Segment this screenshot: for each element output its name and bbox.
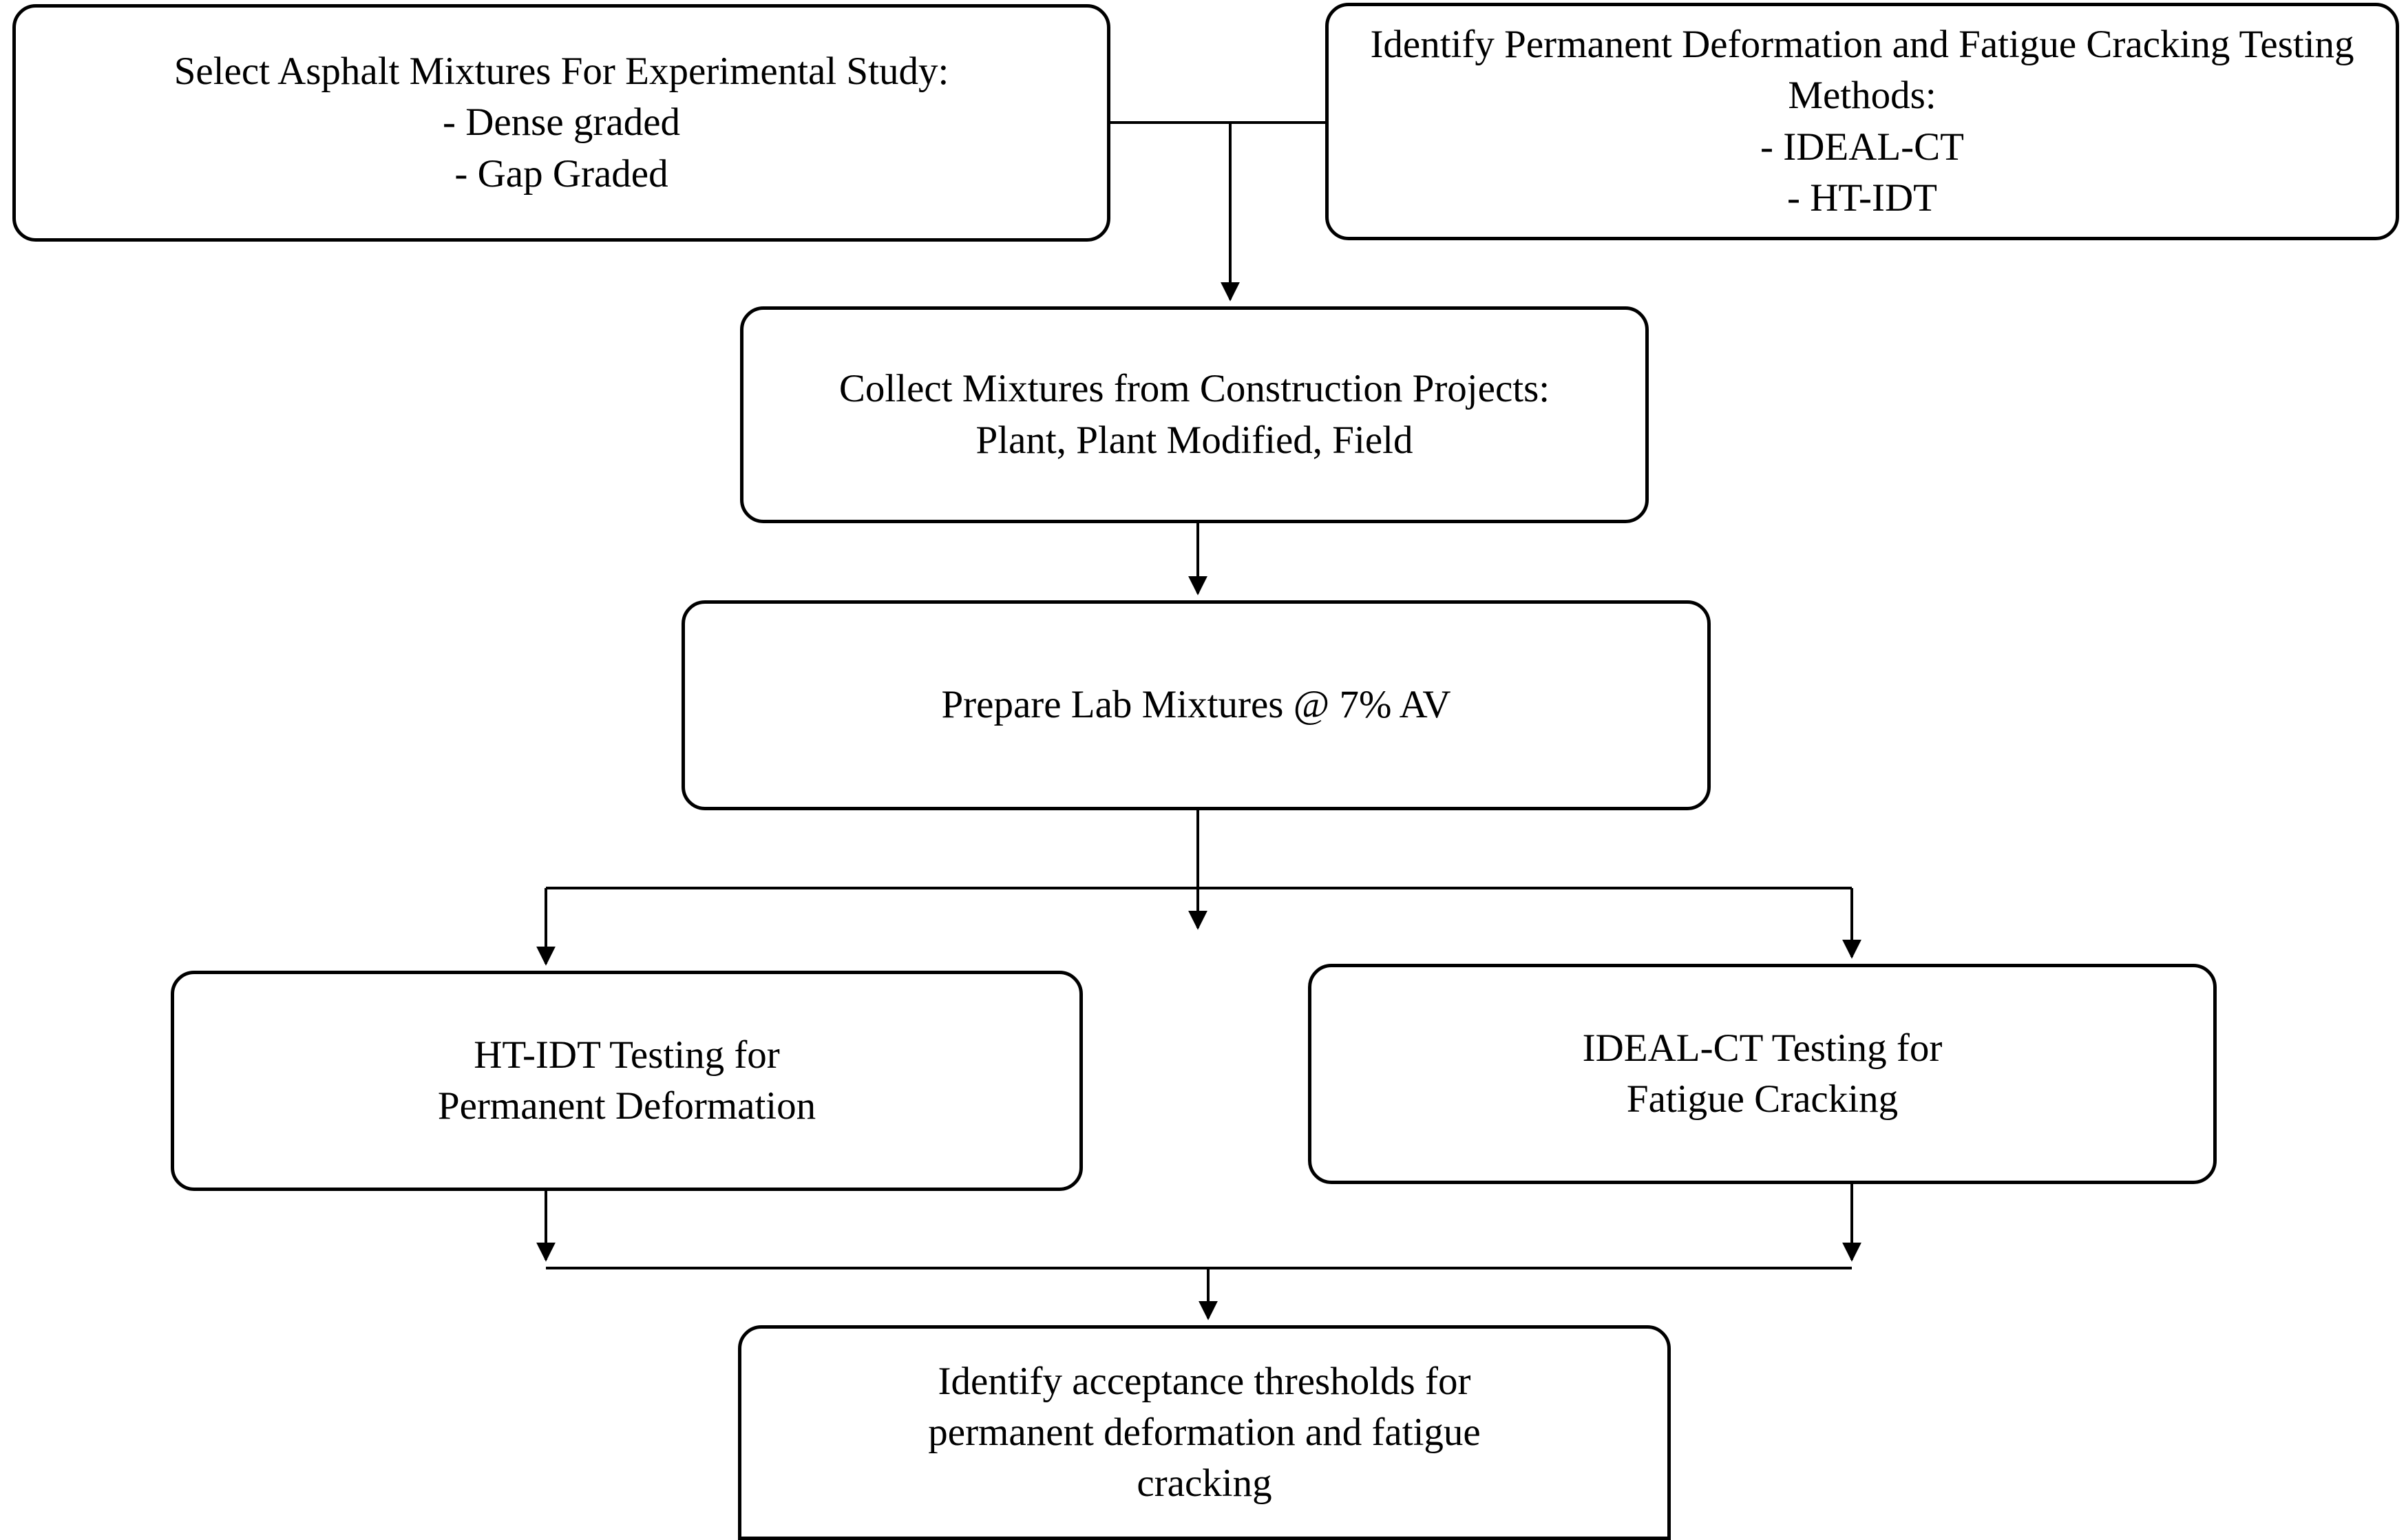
node-identify-testing-methods-label: Identify Permanent Deformation and Fatig… bbox=[1370, 23, 2354, 220]
node-idealct-testing-label: IDEAL-CT Testing for Fatigue Cracking bbox=[1582, 1026, 1943, 1121]
node-htidt-testing: HT-IDT Testing for Permanent Deformation bbox=[171, 971, 1083, 1191]
node-select-asphalt-mixtures-label: Select Asphalt Mixtures For Experimental… bbox=[173, 50, 949, 196]
node-htidt-testing-label: HT-IDT Testing for Permanent Deformation bbox=[437, 1033, 816, 1128]
node-identify-acceptance-thresholds: Identify acceptance thresholds for perma… bbox=[738, 1325, 1671, 1540]
node-prepare-lab-mixtures-label: Prepare Lab Mixtures @ 7% AV bbox=[941, 683, 1451, 727]
node-idealct-testing: IDEAL-CT Testing for Fatigue Cracking bbox=[1308, 964, 2217, 1184]
node-identify-acceptance-thresholds-label: Identify acceptance thresholds for perma… bbox=[928, 1359, 1481, 1506]
node-prepare-lab-mixtures: Prepare Lab Mixtures @ 7% AV bbox=[682, 600, 1711, 810]
node-collect-mixtures-label: Collect Mixtures from Construction Proje… bbox=[838, 367, 1550, 462]
node-select-asphalt-mixtures: Select Asphalt Mixtures For Experimental… bbox=[12, 4, 1110, 242]
node-collect-mixtures: Collect Mixtures from Construction Proje… bbox=[740, 306, 1649, 523]
node-identify-testing-methods: Identify Permanent Deformation and Fatig… bbox=[1325, 3, 2399, 240]
